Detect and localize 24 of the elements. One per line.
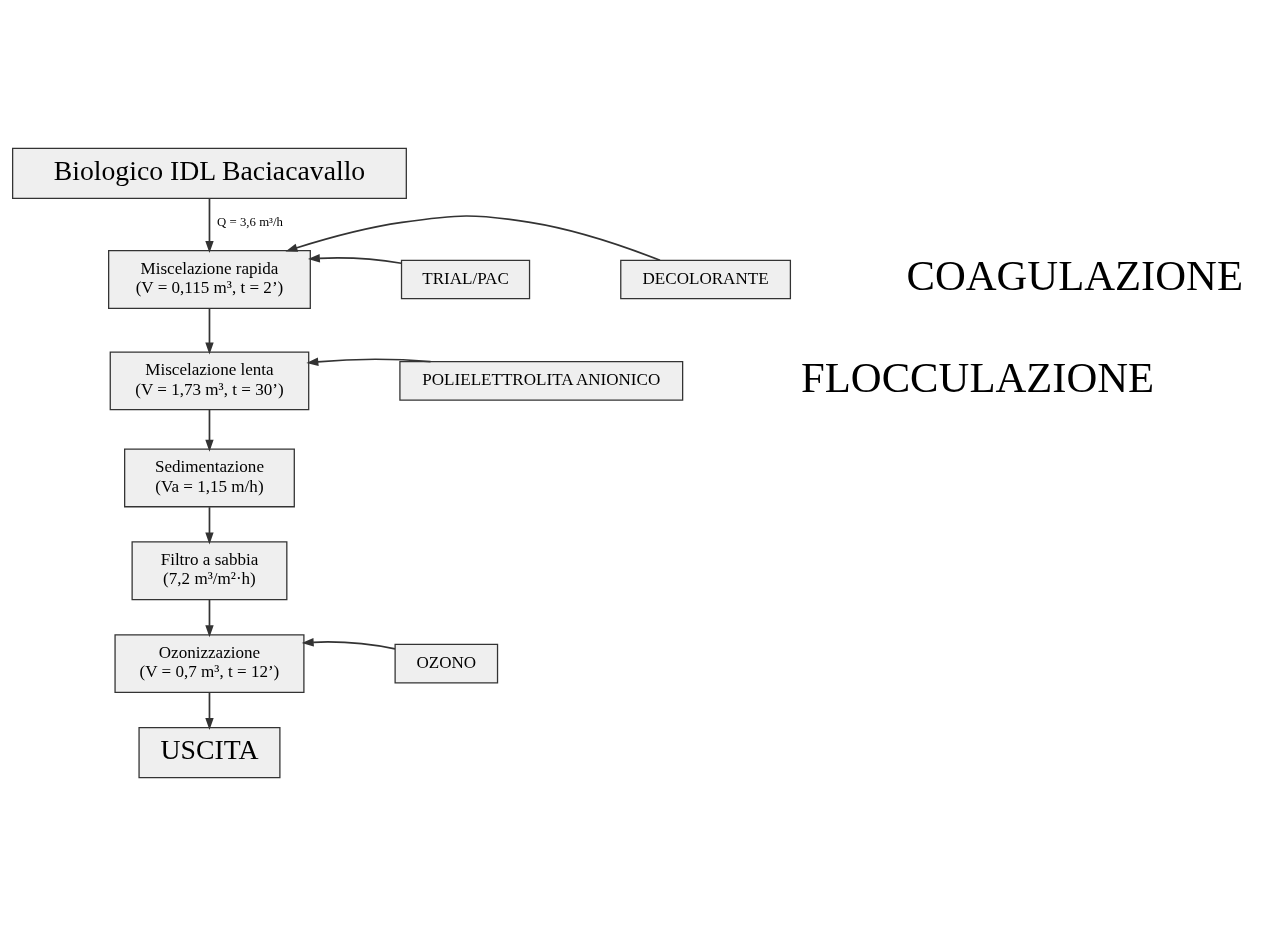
- node-box: DECOLORANTE: [620, 259, 792, 299]
- arrow: [205, 408, 214, 452]
- node-box: OZONO: [394, 643, 499, 683]
- arrow: [285, 214, 661, 261]
- node-box: Filtro a sabbia (7,2 m³/m²·h): [131, 540, 288, 600]
- node-box: USCITA: [138, 726, 281, 778]
- node-box: POLIELETTROLITA ANIONICO: [399, 360, 684, 401]
- node-box: Miscelazione lenta (V = 1,73 m³, t = 30’): [109, 350, 310, 410]
- edge-label: Q = 3,6 m³/h: [217, 214, 283, 229]
- arrow: [205, 691, 214, 730]
- arrow: [307, 253, 403, 264]
- arrow: [205, 505, 214, 544]
- arrow: [306, 357, 432, 366]
- node-box: Sedimentazione (Va = 1,15 m/h): [124, 448, 295, 507]
- node-box: Ozonizzazione (V = 0,7 m³, t = 12’): [114, 633, 305, 693]
- arrow: [205, 197, 214, 253]
- node-box: Miscelazione rapida (V = 0,115 m³, t = 2’): [108, 249, 311, 309]
- node-box: TRIAL/PAC: [400, 259, 531, 299]
- label: FLOCCULAZIONE: [801, 353, 1155, 401]
- node-box: Biologico IDL Baciacavallo: [12, 147, 407, 199]
- label: COAGULAZIONE: [906, 251, 1243, 299]
- arrow: [205, 307, 214, 354]
- arrow: [301, 637, 396, 650]
- arrow: [205, 598, 214, 637]
